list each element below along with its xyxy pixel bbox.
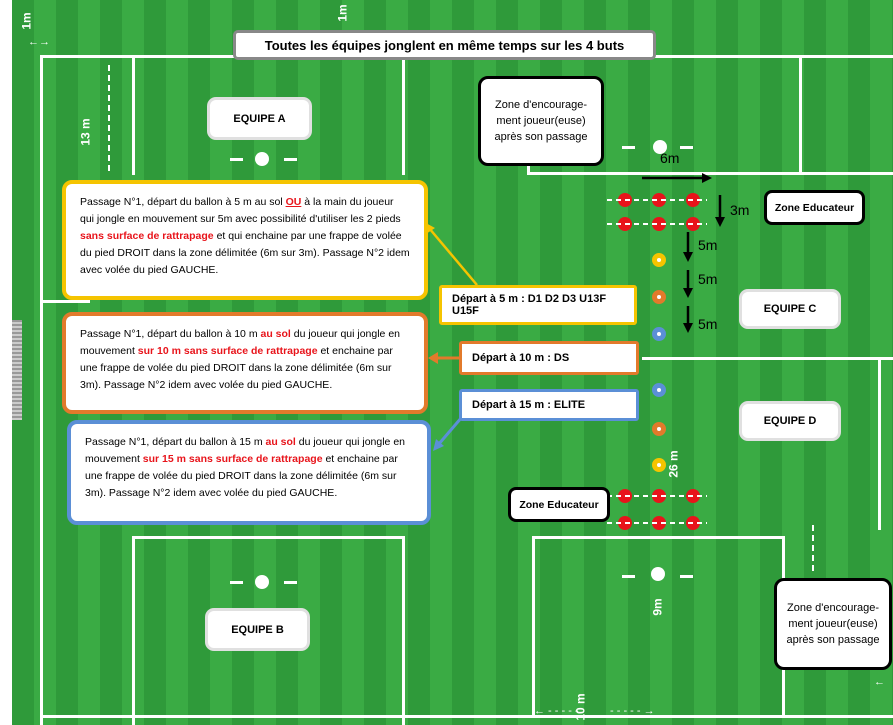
arrow-10m-left: ← - - - - - xyxy=(534,705,579,717)
passage-box-10m: Passage N°1, départ du ballon à 10 m au … xyxy=(62,312,428,414)
cone-yellow xyxy=(652,253,666,267)
passage-highlight: au sol xyxy=(265,436,296,448)
passage-box-15m: Passage N°1, départ du ballon à 15 m au … xyxy=(67,420,431,525)
spot-dash xyxy=(680,575,693,578)
zone-encouragement-bottom: Zone d'encourage-ment joueur(euse) après… xyxy=(774,578,892,670)
zone-educateur-bottom: Zone Educateur xyxy=(508,487,610,522)
arrow-10m-right: - - - - - → xyxy=(610,705,655,717)
penalty-area-a-left xyxy=(132,55,135,175)
team-a-label: EQUIPE A xyxy=(210,100,309,137)
zone-line xyxy=(607,223,707,225)
cone-blue xyxy=(652,383,666,397)
spot-dash xyxy=(622,146,635,149)
measure-5m-b: 5m xyxy=(698,271,718,287)
zone-line xyxy=(607,495,707,497)
page-title: Toutes les équipes jonglent en même temp… xyxy=(233,30,656,60)
cone-orange xyxy=(652,422,666,436)
penalty-area-b-right xyxy=(402,536,405,725)
zone-line xyxy=(607,199,707,201)
team-d-label: EQUIPE D xyxy=(742,404,838,438)
passage-box-5m: Passage N°1, départ du ballon à 5 m au s… xyxy=(62,180,428,300)
halfway-line-left xyxy=(40,300,90,303)
arrow-dashed-vertical xyxy=(812,525,814,575)
spot-dash xyxy=(680,146,693,149)
passage-text: et enchaine par une frappe de volée du p… xyxy=(80,345,393,391)
passage-highlight: au sol xyxy=(260,328,291,340)
zone-encouragement-top: Zone d'encourage-ment joueur(euse) après… xyxy=(478,76,604,166)
departure-10m: Départ à 10 m : DS xyxy=(459,341,639,375)
spot-dash xyxy=(284,581,297,584)
measure-5m-a: 5m xyxy=(698,237,718,253)
penalty-area-b-top xyxy=(132,536,405,539)
connector-arrows xyxy=(424,222,478,451)
passage-highlight: sur 10 m sans surface de rattrapage xyxy=(137,345,318,357)
area-right-v xyxy=(878,360,881,530)
area-top-right-v2 xyxy=(799,55,802,175)
team-b-label: EQUIPE B xyxy=(208,611,307,648)
touchline-left xyxy=(40,55,43,725)
passage-text: Passage N°1, départ du ballon à 15 m xyxy=(85,436,266,448)
measure-arrows xyxy=(642,173,725,333)
zone-educateur-top: Zone Educateur xyxy=(764,190,865,225)
penalty-area-b-left xyxy=(132,536,135,725)
passage-text: Passage N°1, départ du ballon à 5 m au s… xyxy=(80,196,286,208)
halfway-line-right xyxy=(642,357,893,360)
passage-text: et qui enchaine par une frappe de volée … xyxy=(80,230,410,276)
measure-5m-c: 5m xyxy=(698,316,718,332)
team-c-label: EQUIPE C xyxy=(742,292,838,326)
arrow-1m-left: ←→ xyxy=(28,36,50,48)
goal-line-top xyxy=(40,55,260,58)
spot-dash xyxy=(622,575,635,578)
arrow-13m-shaft xyxy=(108,65,110,175)
spot-dash xyxy=(230,158,243,161)
passage-highlight: OU xyxy=(285,196,302,208)
spot-dash xyxy=(230,581,243,584)
measure-3m: 3m xyxy=(730,202,750,218)
passage-text: du joueur qui jongle en mouvement xyxy=(80,328,400,357)
penalty-area-a-right xyxy=(402,55,405,175)
ball-b xyxy=(255,575,269,589)
cone-orange xyxy=(652,290,666,304)
passage-text: à la main du joueur qui jongle en mouvem… xyxy=(80,196,401,225)
cone-blue xyxy=(652,327,666,341)
area-top-right-h xyxy=(527,172,893,175)
goal-line-bottom xyxy=(40,715,893,718)
ball-d xyxy=(651,567,665,581)
area-bottom-right-h xyxy=(532,536,782,539)
side-handle[interactable] xyxy=(12,320,22,420)
ball-c xyxy=(653,140,667,154)
spot-dash xyxy=(284,158,297,161)
football-pitch: 1m ←→ 1m 13 m 26 m 9m 10 m ← - - - - - -… xyxy=(12,0,893,725)
measure-6m: 6m xyxy=(660,150,680,166)
departure-5m: Départ à 5 m : D1 D2 D3 U13F U15F xyxy=(439,285,637,325)
area-bottom-right-v xyxy=(532,536,535,715)
passage-highlight: sans surface de rattrapage xyxy=(80,230,214,242)
goal-line-top-right xyxy=(648,55,893,58)
passage-highlight: sur 15 m sans surface de rattrapage xyxy=(142,453,323,465)
passage-text: du joueur qui jongle en mouvement xyxy=(85,436,405,465)
zone-line xyxy=(607,522,707,524)
cone-yellow xyxy=(652,458,666,472)
arrow-1m-right: ← xyxy=(874,676,885,688)
passage-text: Passage N°1, départ du ballon à 10 m xyxy=(80,328,261,340)
departure-15m: Départ à 15 m : ELITE xyxy=(459,389,639,421)
passage-text: et enchaine par une frappe de volée du p… xyxy=(85,453,398,499)
ball-a xyxy=(255,152,269,166)
